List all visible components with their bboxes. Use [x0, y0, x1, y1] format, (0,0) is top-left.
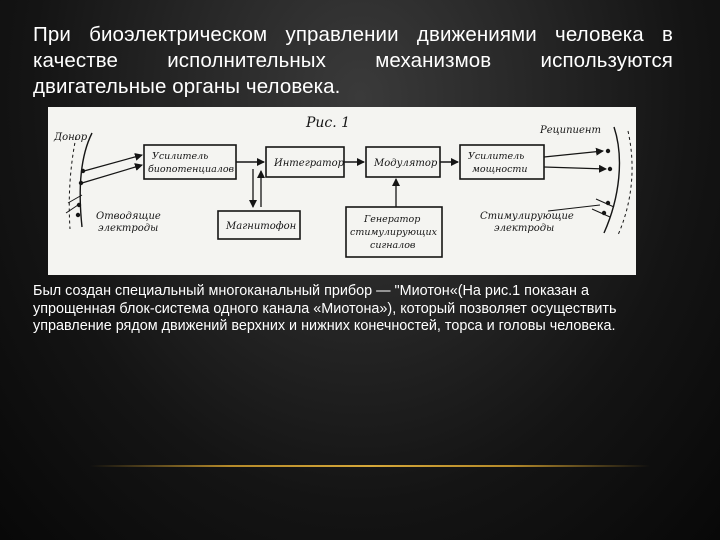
slide-heading: При биоэлектрическом управлении движения… [33, 23, 673, 98]
recipient-body-outline [603, 126, 621, 234]
donor-skin-outline [68, 136, 77, 230]
block-tape-recorder [217, 210, 301, 240]
donor-body-outline [79, 132, 93, 228]
recipient-skin-outline [617, 130, 633, 236]
block-signal-generator-label-1: Генератор [363, 214, 420, 225]
block-signal-generator-label-3: сигналов [370, 240, 416, 251]
recipient-signal-line-1 [543, 147, 604, 158]
block-signal-generator [345, 206, 443, 258]
block-diagram: Рис. 1 Донор Отводящие электроды Усилите… [53, 115, 633, 258]
recording-electrodes-icon [65, 168, 86, 218]
donor-signal-line-1 [83, 153, 143, 172]
block-amplifier-biopotentials-label-1: Усилитель [152, 151, 208, 162]
block-power-amplifier-label-2: мощности [472, 164, 528, 175]
recipient-signal-line-2 [543, 164, 607, 173]
block-diagram-figure: Рис. 1 Донор Отводящие электроды Усилите… [48, 107, 636, 275]
donor-label: Донор [53, 132, 88, 143]
stimulating-electrodes-label-1: Стимулирующие [480, 211, 574, 222]
block-signal-generator-label-2: стимулирующих [350, 227, 438, 238]
decorative-divider-line [90, 465, 650, 467]
slide-body-text: Был создан специальный многоканальный пр… [33, 283, 617, 334]
stimulating-electrodes-icon [591, 148, 615, 218]
block-power-amplifier-label-1: Усилитель [468, 151, 524, 162]
recording-electrodes-label-1: Отводящие [96, 211, 161, 222]
block-amplifier-biopotentials-label-2: биопотенциалов [148, 164, 235, 175]
donor-signal-line-2 [81, 163, 143, 184]
block-power-amplifier [459, 144, 545, 180]
figure-caption: Рис. 1 [305, 115, 350, 131]
block-integrator-label: Интегратор [273, 158, 345, 169]
block-tape-recorder-label: Магнитофон [225, 221, 296, 232]
recording-electrodes-label-2: электроды [98, 223, 158, 234]
stimulating-electrodes-pointer [547, 204, 601, 212]
stimulating-electrodes-label-2: электроды [494, 223, 554, 234]
block-modulator-label: Модулятор [373, 158, 438, 169]
recipient-label: Реципиент [539, 125, 601, 136]
